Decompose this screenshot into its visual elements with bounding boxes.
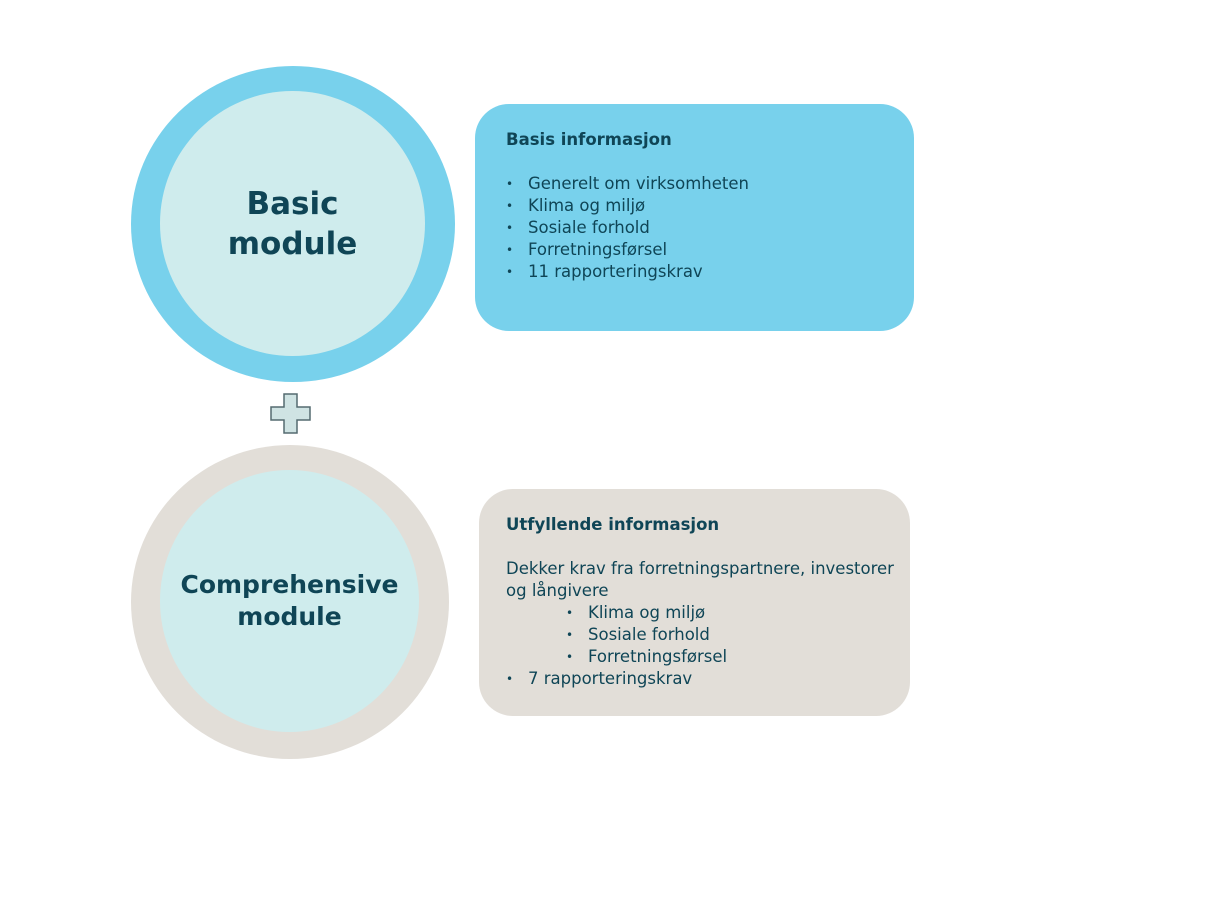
list-item: •Sosiale forhold xyxy=(566,625,710,644)
comprehensive-last-list: •7 rapporteringskrav xyxy=(506,668,890,690)
bullet-icon: • xyxy=(506,265,514,279)
comprehensive-module-circle: Comprehensive module xyxy=(160,470,419,732)
basic-module-title-line2: module xyxy=(227,225,358,262)
bullet-icon: • xyxy=(506,243,514,257)
bullet-icon: • xyxy=(566,628,574,642)
list-item: •Forretningsførsel xyxy=(566,647,728,666)
comprehensive-info-description: Dekker krav fra forretningspartnere, inv… xyxy=(506,559,894,600)
comprehensive-module-title-line1: Comprehensive xyxy=(180,570,399,599)
list-item: •7 rapporteringskrav xyxy=(506,669,693,688)
list-item: •11 rapporteringskrav xyxy=(506,262,703,281)
basic-module-circle: Basic module xyxy=(160,91,425,356)
bullet-icon: • xyxy=(506,221,514,235)
bullet-icon: • xyxy=(566,650,574,664)
basic-info-title: Basis informasjon xyxy=(506,130,672,149)
bullet-icon: • xyxy=(506,177,514,191)
basic-module-title-line1: Basic xyxy=(246,185,339,222)
bullet-icon: • xyxy=(506,672,514,686)
comprehensive-info-box: Utfyllende informasjon Dekker krav fra f… xyxy=(479,489,910,716)
list-item: •Klima og miljø xyxy=(506,196,646,215)
list-item: •Forretningsførsel xyxy=(506,240,668,259)
comprehensive-sub-list: •Klima og miljø •Sosiale forhold •Forret… xyxy=(506,602,890,668)
plus-icon xyxy=(270,393,311,434)
bullet-icon: • xyxy=(566,606,574,620)
comprehensive-module-title-line2: module xyxy=(237,602,342,631)
basic-info-box: Basis informasjon •Generelt om virksomhe… xyxy=(475,104,914,331)
bullet-icon: • xyxy=(506,199,514,213)
list-item: •Sosiale forhold xyxy=(506,218,650,237)
basic-info-list: •Generelt om virksomheten •Klima og milj… xyxy=(506,173,894,283)
list-item: •Klima og miljø xyxy=(566,603,706,622)
list-item: •Generelt om virksomheten xyxy=(506,174,749,193)
comprehensive-info-title: Utfyllende informasjon xyxy=(506,515,720,534)
